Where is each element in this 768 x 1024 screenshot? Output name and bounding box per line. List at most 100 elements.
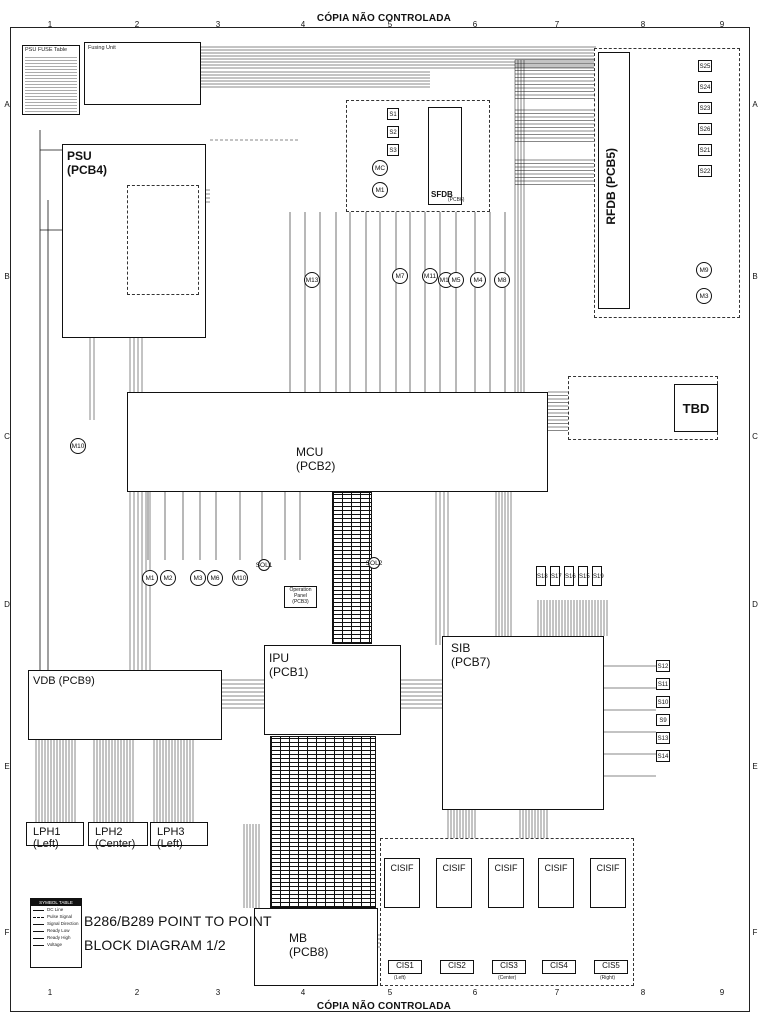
ipu-title: IPU bbox=[269, 651, 290, 665]
motor-m6-bottom: M6 bbox=[207, 570, 223, 586]
cis-position-3: (Center) bbox=[498, 975, 517, 981]
sib-pcb: (PCB7) bbox=[451, 655, 491, 669]
diagram-title-line1: B286/B289 POINT TO POINT bbox=[84, 913, 272, 929]
sensor-s17: S17 bbox=[550, 566, 562, 586]
column-label-1-top: 1 bbox=[47, 20, 53, 29]
psu-title: PSU bbox=[67, 149, 92, 163]
row-label-B-left: B bbox=[4, 272, 10, 281]
symbol-row-4: Ready Low bbox=[31, 927, 81, 934]
mb-block: MB (PCB8) bbox=[254, 908, 378, 986]
symbol-mark-1 bbox=[33, 910, 44, 911]
psu-block: PSU (PCB4) bbox=[62, 144, 206, 338]
fusing-unit: Fusing Unit bbox=[84, 42, 201, 105]
sensor-s23: S23 bbox=[698, 102, 712, 114]
cisif-board-1: CISIF bbox=[384, 858, 420, 908]
motor-m3-bottom: M3 bbox=[190, 570, 206, 586]
ipu-block: IPU (PCB1) bbox=[264, 645, 401, 735]
cis-position-5: (Right) bbox=[600, 975, 616, 981]
psu-inner-circuit bbox=[127, 185, 199, 295]
cisif-board-5: CISIF bbox=[590, 858, 626, 908]
motor-m13-top: M13 bbox=[304, 272, 320, 288]
sib-block: SIB (PCB7) bbox=[442, 636, 604, 810]
sensor-s11: S11 bbox=[656, 678, 670, 690]
lph3-box: LPH3 (Left) bbox=[150, 822, 208, 850]
column-label-9-bottom: 9 bbox=[719, 988, 725, 997]
rfdb-motor-m9: M9 bbox=[696, 262, 712, 278]
fuse-table-rows bbox=[25, 56, 77, 112]
row-label-A-right: A bbox=[752, 100, 758, 109]
sfdb-region bbox=[346, 100, 490, 212]
sfdb-sensor-3: S3 bbox=[387, 144, 399, 156]
sensor-s13: S13 bbox=[656, 732, 670, 744]
row-label-B-right: B bbox=[752, 272, 758, 281]
lph1-box: LPH1 (Left) bbox=[26, 822, 84, 850]
sensor-s26: S26 bbox=[698, 123, 712, 135]
row-label-E-left: E bbox=[4, 762, 10, 771]
motor-m2-bottom: M2 bbox=[160, 570, 176, 586]
sensor-s18: S18 bbox=[536, 566, 548, 586]
symbol-row-6: Voltage bbox=[31, 941, 81, 948]
psu-fuse-table: PSU FUSE Table bbox=[22, 45, 80, 115]
motor-m7-top: M7 bbox=[392, 268, 408, 284]
column-label-5-top: 5 bbox=[387, 20, 393, 29]
symbol-row-3: Signal Direction bbox=[31, 920, 81, 927]
mb-pcb: (PCB8) bbox=[289, 945, 329, 959]
symbol-row-5: Ready High bbox=[31, 934, 81, 941]
sfdb-motor-mc: MC bbox=[372, 160, 388, 176]
motor-m8-top: M8 bbox=[494, 272, 510, 288]
cis-position-1: (Left) bbox=[394, 975, 406, 981]
cisif-board-2: CISIF bbox=[436, 858, 472, 908]
symbol-mark-5 bbox=[33, 938, 44, 939]
column-label-3-top: 3 bbox=[215, 20, 221, 29]
row-label-C-left: C bbox=[4, 432, 10, 441]
rfdb-motor-m3: M3 bbox=[696, 288, 712, 304]
sensor-s21: S21 bbox=[698, 144, 712, 156]
sensor-s10: S10 bbox=[656, 696, 670, 708]
sensor-s24: S24 bbox=[698, 81, 712, 93]
column-label-7-top: 7 bbox=[554, 20, 560, 29]
mcu-pcb: (PCB2) bbox=[296, 459, 336, 473]
symbol-table-title: SYMBOL TABLE bbox=[31, 899, 81, 906]
column-label-4-bottom: 4 bbox=[300, 988, 306, 997]
rfdb-title: RFDB (PCB5) bbox=[604, 148, 618, 225]
cis-sensor-4: CIS4 bbox=[542, 960, 576, 974]
motor-m10-bottom: M10 bbox=[232, 570, 248, 586]
row-label-E-right: E bbox=[752, 762, 758, 771]
ipu-mb-harness bbox=[270, 736, 376, 908]
sfdb-motor-m1: M1 bbox=[372, 182, 388, 198]
motor-m4-top: M4 bbox=[470, 272, 486, 288]
motor-m1-bottom: M1 bbox=[142, 570, 158, 586]
sensor-s19: S19 bbox=[592, 566, 604, 586]
cisif-board-3: CISIF bbox=[488, 858, 524, 908]
symbol-mark-3 bbox=[33, 924, 44, 925]
psu-pcb: (PCB4) bbox=[67, 163, 108, 177]
solenoid-1-icon: SOL1 bbox=[256, 559, 272, 571]
column-label-5-bottom: 5 bbox=[387, 988, 393, 997]
column-label-3-bottom: 3 bbox=[215, 988, 221, 997]
cis-sensor-3: CIS3 bbox=[492, 960, 526, 974]
column-label-9-top: 9 bbox=[719, 20, 725, 29]
symbol-mark-6 bbox=[33, 945, 44, 946]
diagram-frame bbox=[10, 27, 750, 1012]
rfdb-block: RFDB (PCB5) bbox=[598, 52, 630, 309]
sensor-s9: S9 bbox=[656, 714, 670, 726]
tbd-block: TBD bbox=[674, 384, 718, 432]
row-label-D-left: D bbox=[4, 600, 10, 609]
motor-m5-top: M5 bbox=[448, 272, 464, 288]
row-label-F-right: F bbox=[752, 928, 758, 937]
vdb-block: VDB (PCB9) bbox=[28, 670, 222, 740]
row-label-C-right: C bbox=[752, 432, 758, 441]
sfdb-block: SFDB bbox=[428, 107, 462, 205]
diagram-title-line2: BLOCK DIAGRAM 1/2 bbox=[84, 937, 226, 953]
psu-fuse-table-title: PSU FUSE Table bbox=[25, 47, 68, 53]
vdb-title: VDB (PCB9) bbox=[33, 675, 95, 687]
cisif-board-4: CISIF bbox=[538, 858, 574, 908]
cis-sensor-5: CIS5 bbox=[594, 960, 628, 974]
column-label-8-top: 8 bbox=[640, 20, 646, 29]
symbol-mark-2 bbox=[33, 917, 44, 918]
sensor-s12: S12 bbox=[656, 660, 670, 672]
sensor-s14: S14 bbox=[656, 750, 670, 762]
column-label-8-bottom: 8 bbox=[640, 988, 646, 997]
column-label-1-bottom: 1 bbox=[47, 988, 53, 997]
